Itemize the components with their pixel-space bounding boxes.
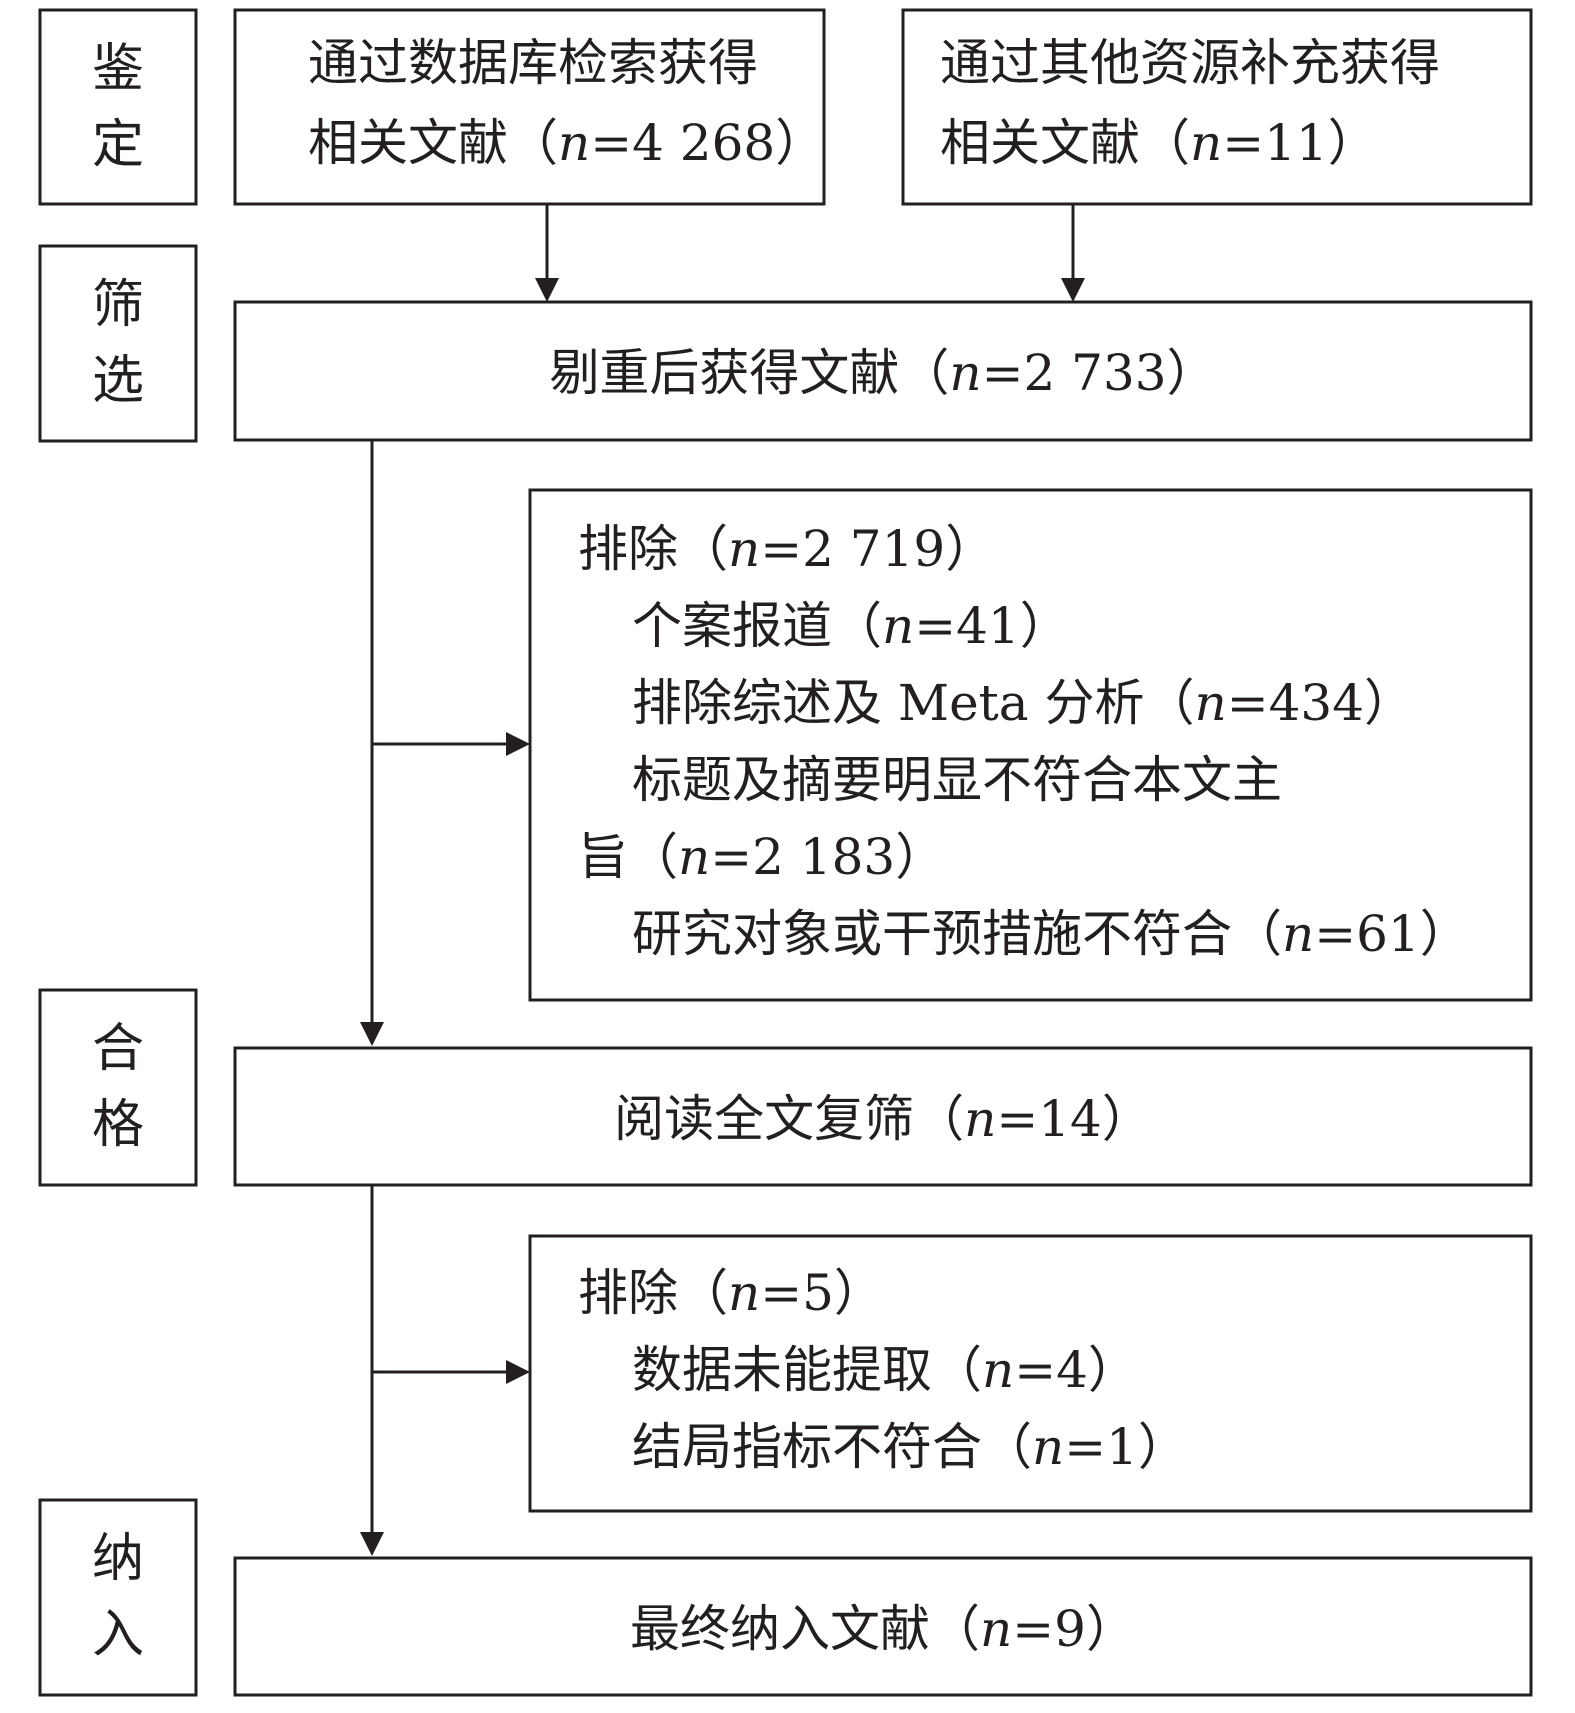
after-dedup-text: 剔重后获得文献（n=2 733） — [549, 344, 1216, 402]
stage-box-eligibility — [38, 988, 198, 1187]
fulltext-exclusion-n-symbol: n — [728, 1264, 760, 1322]
stage-box-included — [38, 1498, 198, 1697]
fulltext-exclusion-count: =5） — [760, 1264, 884, 1322]
stage-label-eligibility-2: 格 — [92, 1095, 144, 1155]
after-dedup-n-symbol: n — [949, 344, 981, 402]
exclusion-item-outcome-mismatch: 结局指标不符合（n=1） — [632, 1418, 1188, 1476]
other-records-count: =11） — [1222, 114, 1378, 172]
stage-label-eligibility-1: 合 — [92, 1019, 144, 1079]
database-records-count: =4 268） — [590, 114, 825, 172]
final-included-n-symbol: n — [980, 1600, 1012, 1658]
database-records-line2: 相关文献（n=4 268） — [308, 114, 825, 172]
final-included-text: 最终纳入文献（n=9） — [630, 1600, 1136, 1658]
stage-box-identification — [38, 8, 198, 206]
exclusion-item-reviews-meta: 排除综述及 Meta 分析（n=434） — [632, 674, 1414, 732]
fulltext-exclusion-box — [528, 1234, 1533, 1513]
fulltext-exclusion-header-prefix: 排除（ — [578, 1264, 728, 1322]
other-records-n-symbol: n — [1190, 114, 1222, 172]
full-text-count: =14） — [996, 1090, 1152, 1148]
exclusion-item-case-reports: 个案报道（n=41） — [632, 597, 1070, 655]
stage-label-included-2: 入 — [92, 1605, 144, 1665]
arrowhead-database-to-dedup — [535, 278, 559, 302]
final-included-prefix: 最终纳入文献（ — [630, 1600, 980, 1658]
other-records-prefix: 相关文献（ — [940, 114, 1190, 172]
stage-label-screening-1: 筛 — [92, 275, 144, 335]
arrowhead-dedup-to-fulltext — [360, 1022, 384, 1046]
fulltext-exclusion-header: 排除（n=5） — [578, 1264, 884, 1322]
final-included-count: =9） — [1012, 1600, 1136, 1658]
full-text-prefix: 阅读全文复筛（ — [614, 1090, 964, 1148]
database-records-n-symbol: n — [558, 114, 590, 172]
other-records-line2: 相关文献（n=11） — [940, 114, 1378, 172]
final-included-box — [233, 1556, 1533, 1697]
database-records-prefix: 相关文献（ — [308, 114, 558, 172]
full-text-n-symbol: n — [964, 1090, 996, 1148]
screening-exclusion-count: =2 719） — [760, 520, 995, 578]
stage-label-screening-2: 选 — [92, 351, 144, 411]
database-records-box — [233, 8, 826, 206]
full-text-text: 阅读全文复筛（n=14） — [614, 1090, 1152, 1148]
after-dedup-box — [233, 300, 1533, 442]
arrowhead-fulltext-to-included — [360, 1532, 384, 1556]
stage-label-included-1: 纳 — [92, 1529, 144, 1589]
after-dedup-prefix: 剔重后获得文献（ — [549, 344, 949, 402]
screening-exclusion-box — [528, 488, 1533, 1002]
stage-box-screening — [38, 244, 198, 443]
exclusion-item-data-unextractable: 数据未能提取（n=4） — [632, 1341, 1138, 1399]
exclusion-item-title-abstract-line1: 标题及摘要明显不符合本文主 — [632, 751, 1282, 809]
other-records-box — [901, 8, 1533, 206]
arrowhead-to-screening-exclusion — [506, 732, 530, 756]
screening-exclusion-header-prefix: 排除（ — [578, 520, 728, 578]
exclusion-item-title-abstract-line2: 旨（n=2 183） — [578, 828, 945, 886]
database-records-line1: 通过数据库检索获得 — [308, 34, 758, 92]
after-dedup-count: =2 733） — [982, 344, 1217, 402]
full-text-box — [233, 1046, 1533, 1187]
screening-exclusion-n-symbol: n — [728, 520, 760, 578]
arrowhead-other-to-dedup — [1061, 278, 1085, 302]
exclusion-item-population-intervention: 研究对象或干预措施不符合（n=61） — [632, 905, 1470, 963]
stage-label-identification-2: 定 — [92, 115, 144, 175]
stage-label-identification-1: 鉴 — [92, 39, 144, 99]
arrowhead-to-fulltext-exclusion — [506, 1360, 530, 1384]
other-records-line1: 通过其他资源补充获得 — [940, 34, 1440, 92]
screening-exclusion-header: 排除（n=2 719） — [578, 520, 995, 578]
